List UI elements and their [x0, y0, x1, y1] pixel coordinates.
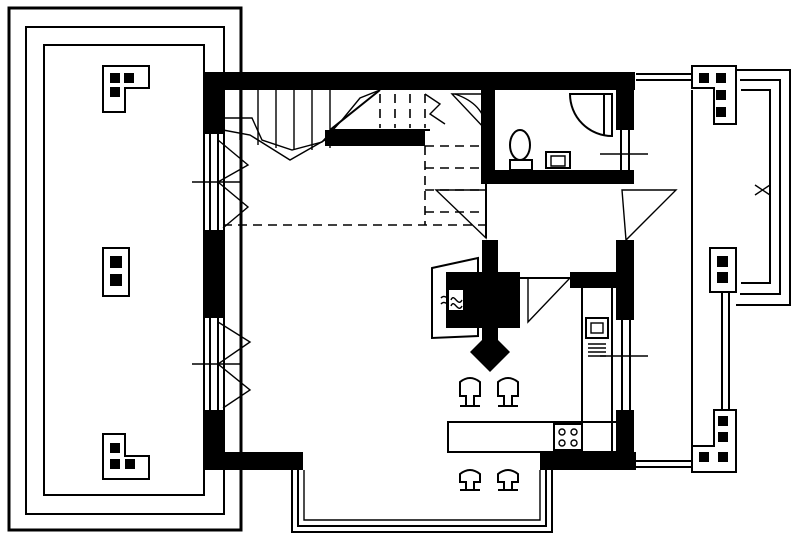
door-swing-icon [192, 134, 250, 230]
sink-icon [545, 151, 571, 169]
stair-icon [222, 89, 446, 161]
chair-icon [497, 469, 519, 491]
skylight-icon [102, 433, 150, 480]
skylight-icon [102, 65, 150, 113]
chair-icon [459, 469, 481, 491]
chair-icon [497, 377, 519, 407]
kitchen [447, 272, 616, 453]
bay-window [291, 470, 553, 533]
right-windows [600, 73, 693, 468]
fireplace-icon [431, 240, 520, 372]
toilet-icon [509, 129, 533, 171]
skylight-icon [102, 247, 130, 297]
central-walls [434, 184, 678, 242]
shower-icon [568, 93, 613, 138]
door-swing-icon [192, 318, 252, 410]
exterior-walls [205, 72, 636, 470]
stove-icon [553, 423, 583, 451]
skylight-icon [709, 247, 737, 293]
bathroom [450, 90, 634, 184]
dashed-gallery-outline [223, 145, 485, 226]
skylight-icon [691, 65, 737, 125]
left-roof-terrace [7, 6, 243, 532]
skylight-icon [691, 409, 737, 473]
chair-icon [459, 377, 481, 407]
right-balcony [721, 69, 791, 410]
